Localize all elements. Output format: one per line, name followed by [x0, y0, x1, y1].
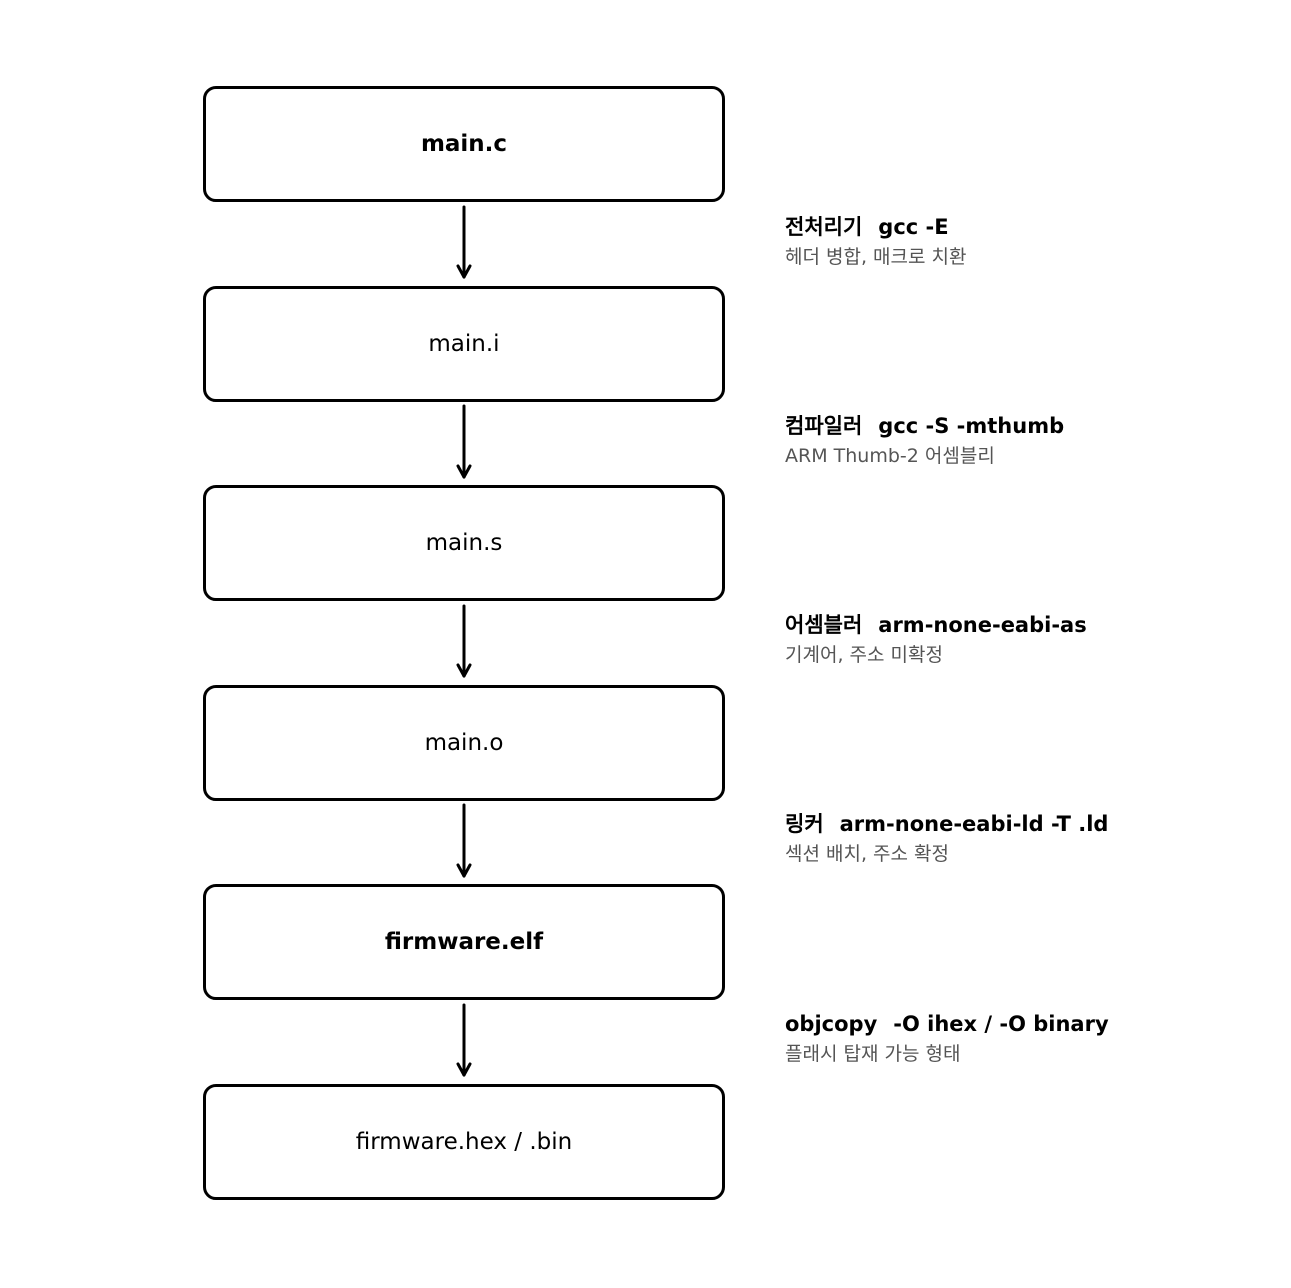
step-linker: 링커 arm-none-eabi-ld -T .ld 섹션 배치, 주소 확정	[785, 810, 1255, 867]
node-label: firmware.elf	[384, 928, 544, 955]
step-command: gcc -E	[878, 215, 949, 239]
step-name: 전처리기	[785, 215, 863, 239]
node-label: firmware.hex / .bin	[355, 1128, 573, 1155]
step-preprocessor: 전처리기 gcc -E 헤더 병합, 매크로 치환	[785, 213, 1255, 270]
step-title: objcopy -O ihex / -O binary	[785, 1010, 1255, 1038]
step-description: 플래시 탑재 가능 형태	[785, 1043, 961, 1065]
step-name: 어셈블러	[785, 613, 863, 637]
step-assembler: 어셈블러 arm-none-eabi-as 기계어, 주소 미확정	[785, 611, 1255, 668]
arrow-1	[456, 205, 472, 279]
step-title: 링커 arm-none-eabi-ld -T .ld	[785, 810, 1255, 838]
node-label: main.i	[428, 330, 500, 357]
node-label: main.s	[425, 529, 503, 556]
arrow-4	[456, 803, 472, 878]
step-description: ARM Thumb-2 어셈블리	[785, 445, 995, 467]
step-description: 섹션 배치, 주소 확정	[785, 843, 949, 865]
step-command: arm-none-eabi-ld -T .ld	[839, 812, 1109, 836]
node-main-c: main.c	[203, 86, 725, 202]
step-name: objcopy	[785, 1012, 878, 1036]
node-main-i: main.i	[203, 286, 725, 402]
step-objcopy: objcopy -O ihex / -O binary 플래시 탑재 가능 형태	[785, 1010, 1255, 1067]
step-compiler: 컴파일러 gcc -S -mthumb ARM Thumb-2 어셈블리	[785, 412, 1255, 469]
step-command: arm-none-eabi-as	[878, 613, 1087, 637]
step-title: 전처리기 gcc -E	[785, 213, 1255, 241]
node-label: main.o	[424, 729, 504, 756]
step-title: 어셈블러 arm-none-eabi-as	[785, 611, 1255, 639]
node-firmware-hex-bin: firmware.hex / .bin	[203, 1084, 725, 1200]
node-main-s: main.s	[203, 485, 725, 601]
arrow-2	[456, 404, 472, 479]
step-command: gcc -S -mthumb	[878, 414, 1065, 438]
step-description: 헤더 병합, 매크로 치환	[785, 246, 967, 268]
step-title: 컴파일러 gcc -S -mthumb	[785, 412, 1255, 440]
step-name: 링커	[785, 812, 824, 836]
node-label: main.c	[420, 130, 508, 157]
step-name: 컴파일러	[785, 414, 863, 438]
node-main-o: main.o	[203, 685, 725, 801]
step-command: -O ihex / -O binary	[893, 1012, 1109, 1036]
arrow-5	[456, 1003, 472, 1077]
step-description: 기계어, 주소 미확정	[785, 644, 943, 666]
arrow-3	[456, 604, 472, 678]
node-firmware-elf: firmware.elf	[203, 884, 725, 1000]
